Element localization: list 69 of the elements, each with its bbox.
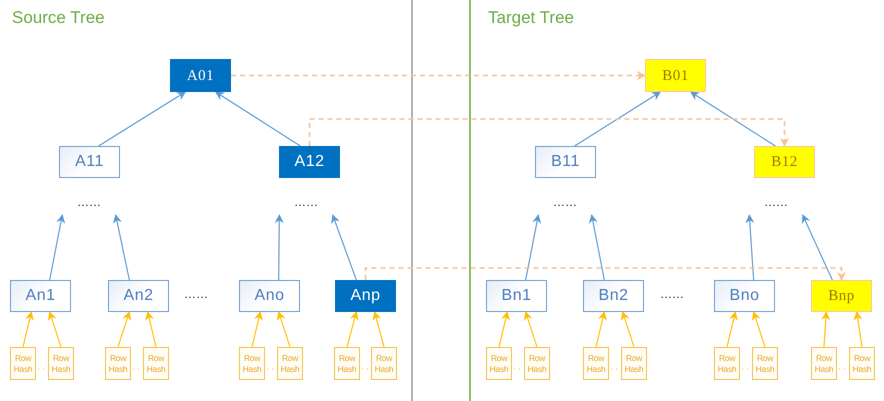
ellipsis-text: ……	[660, 287, 684, 301]
tree-node: Ano	[239, 280, 300, 312]
tree-node: Bn2	[583, 280, 644, 312]
arrow	[251, 311, 263, 348]
panel-heading: Target Tree	[488, 8, 574, 28]
row-hash-box: Row Hash	[849, 347, 875, 380]
arrow	[49, 214, 66, 280]
arrow	[525, 214, 542, 280]
arrow	[346, 311, 359, 348]
tree-node: A12	[279, 146, 340, 178]
row-hash-box: Row Hash	[752, 347, 778, 380]
arrow	[854, 311, 863, 348]
arrow	[726, 311, 738, 348]
ellipsis-text: ……	[536, 194, 594, 215]
row-hash-box: Row Hash	[143, 347, 169, 380]
tree-node: Anp	[335, 280, 396, 312]
row-hash-box: Row Hash	[486, 347, 512, 380]
arrow	[274, 214, 284, 280]
tree-node: Bno	[714, 280, 775, 312]
row-hash-box: Row Hash	[10, 347, 36, 380]
arrow	[22, 311, 34, 348]
row-hash-box: Row Hash	[239, 347, 265, 380]
row-hash-box: Row Hash	[105, 347, 131, 380]
tree-node: B01	[645, 59, 706, 92]
arrow	[276, 311, 291, 348]
tree-node: B11	[535, 146, 596, 178]
tree-node: An1	[10, 280, 71, 312]
arrow	[574, 92, 661, 146]
tree-node: An2	[108, 280, 169, 312]
tree-node: Bnp	[811, 280, 872, 312]
dashed-arrow	[231, 71, 646, 80]
ellipsis-text: ……	[184, 287, 208, 301]
row-hash-box: Row Hash	[621, 347, 647, 380]
arrow	[745, 214, 754, 280]
tree-node: B12	[754, 146, 815, 178]
arrow	[145, 311, 157, 348]
row-hash-box: Row Hash	[334, 347, 360, 380]
ellipsis-text: ……	[747, 194, 805, 215]
row-hash-box: Row Hash	[48, 347, 74, 380]
arrow	[821, 311, 830, 348]
tree-node: Bn1	[486, 280, 547, 312]
row-hash-box: Row Hash	[277, 347, 303, 380]
arrow	[524, 311, 538, 348]
arrow	[117, 311, 132, 348]
arrow	[48, 311, 62, 348]
tree-node: A11	[59, 146, 120, 178]
row-hash-box: Row Hash	[524, 347, 550, 380]
row-hash-box: Row Hash	[811, 347, 837, 380]
dashed-arrow	[364, 267, 846, 281]
row-hash-box: Row Hash	[583, 347, 609, 380]
ellipsis-text: ……	[277, 194, 335, 215]
arrow	[372, 311, 385, 348]
ellipsis-text: ……	[60, 194, 118, 215]
arrow	[595, 311, 607, 348]
arrow	[112, 214, 130, 280]
arrow	[752, 311, 766, 348]
row-hash-box: Row Hash	[714, 347, 740, 380]
arrow	[215, 92, 301, 146]
arrow	[588, 214, 605, 280]
panel-heading: Source Tree	[12, 8, 105, 28]
arrow	[620, 311, 635, 348]
arrow	[690, 92, 776, 146]
dashed-arrow	[308, 118, 789, 147]
arrow	[802, 214, 833, 280]
tree-node: A01	[170, 59, 231, 92]
arrow	[498, 311, 510, 348]
arrow	[331, 214, 357, 280]
row-hash-box: Row Hash	[371, 347, 397, 380]
arrow	[98, 92, 186, 146]
